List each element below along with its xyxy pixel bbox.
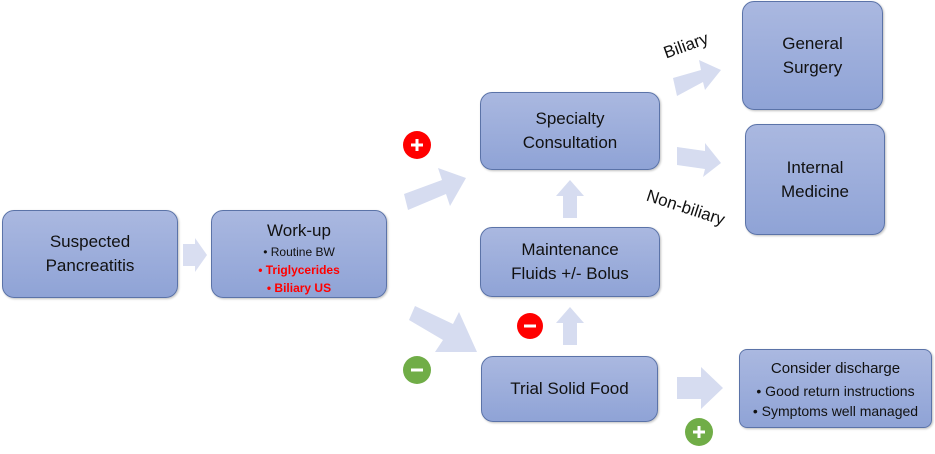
- minus-badge-red: [517, 313, 543, 339]
- node-consider-discharge: Consider discharge • Good return instruc…: [739, 349, 932, 428]
- node-title: Consider discharge: [770, 359, 901, 377]
- bullet-symptoms-managed: • Symptoms well managed: [752, 402, 919, 419]
- arrow-specialty-to-medicine: [677, 143, 721, 177]
- node-specialty-consultation: Specialty Consultation: [480, 92, 660, 170]
- plus-badge-red: [403, 131, 431, 159]
- plus-icon: [693, 426, 705, 438]
- node-text: Consultation: [522, 133, 618, 152]
- node-text: Trial Solid Food: [510, 379, 629, 398]
- arrow-suspected-to-workup: [183, 238, 207, 272]
- bullet-routine-bw: • Routine BW: [263, 245, 335, 259]
- node-text: Specialty: [535, 109, 605, 128]
- node-text: Fluids +/- Bolus: [511, 264, 629, 283]
- node-text: Internal: [786, 157, 844, 177]
- node-text: Medicine: [780, 181, 850, 201]
- node-text: Maintenance: [521, 240, 619, 259]
- arrow-workup-to-specialty: [404, 168, 466, 210]
- node-work-up: Work-up • Routine BW • Triglycerides • B…: [211, 210, 387, 298]
- node-maintenance-fluids: Maintenance Fluids +/- Bolus: [480, 227, 660, 297]
- node-internal-medicine: Internal Medicine: [745, 124, 885, 235]
- node-text: Surgery: [782, 57, 843, 77]
- plus-badge-green: [685, 418, 713, 446]
- edge-label-non-biliary: Non-biliary: [644, 186, 728, 230]
- bullet-biliary-us: • Biliary US: [266, 281, 332, 295]
- node-suspected-pancreatitis: Suspected Pancreatitis: [2, 210, 178, 298]
- minus-icon: [411, 368, 423, 372]
- minus-icon: [524, 324, 536, 328]
- node-text: General: [782, 33, 843, 53]
- node-general-surgery: General Surgery: [742, 1, 883, 110]
- node-text: Suspected: [49, 232, 131, 251]
- arrow-trial-to-maintenance: [556, 307, 584, 345]
- bullet-good-return: • Good return instructions: [756, 382, 915, 399]
- plus-icon: [411, 139, 423, 151]
- node-text: Pancreatitis: [45, 256, 135, 275]
- arrow-workup-to-trial: [409, 306, 477, 352]
- bullet-triglycerides: • Triglycerides: [258, 263, 340, 277]
- arrow-maintenance-to-specialty: [556, 180, 584, 218]
- arrow-specialty-to-surgery: [673, 60, 721, 96]
- node-title: Work-up: [267, 221, 331, 240]
- node-trial-solid-food: Trial Solid Food: [481, 356, 658, 422]
- arrow-trial-to-discharge: [677, 367, 723, 409]
- minus-badge-green: [403, 356, 431, 384]
